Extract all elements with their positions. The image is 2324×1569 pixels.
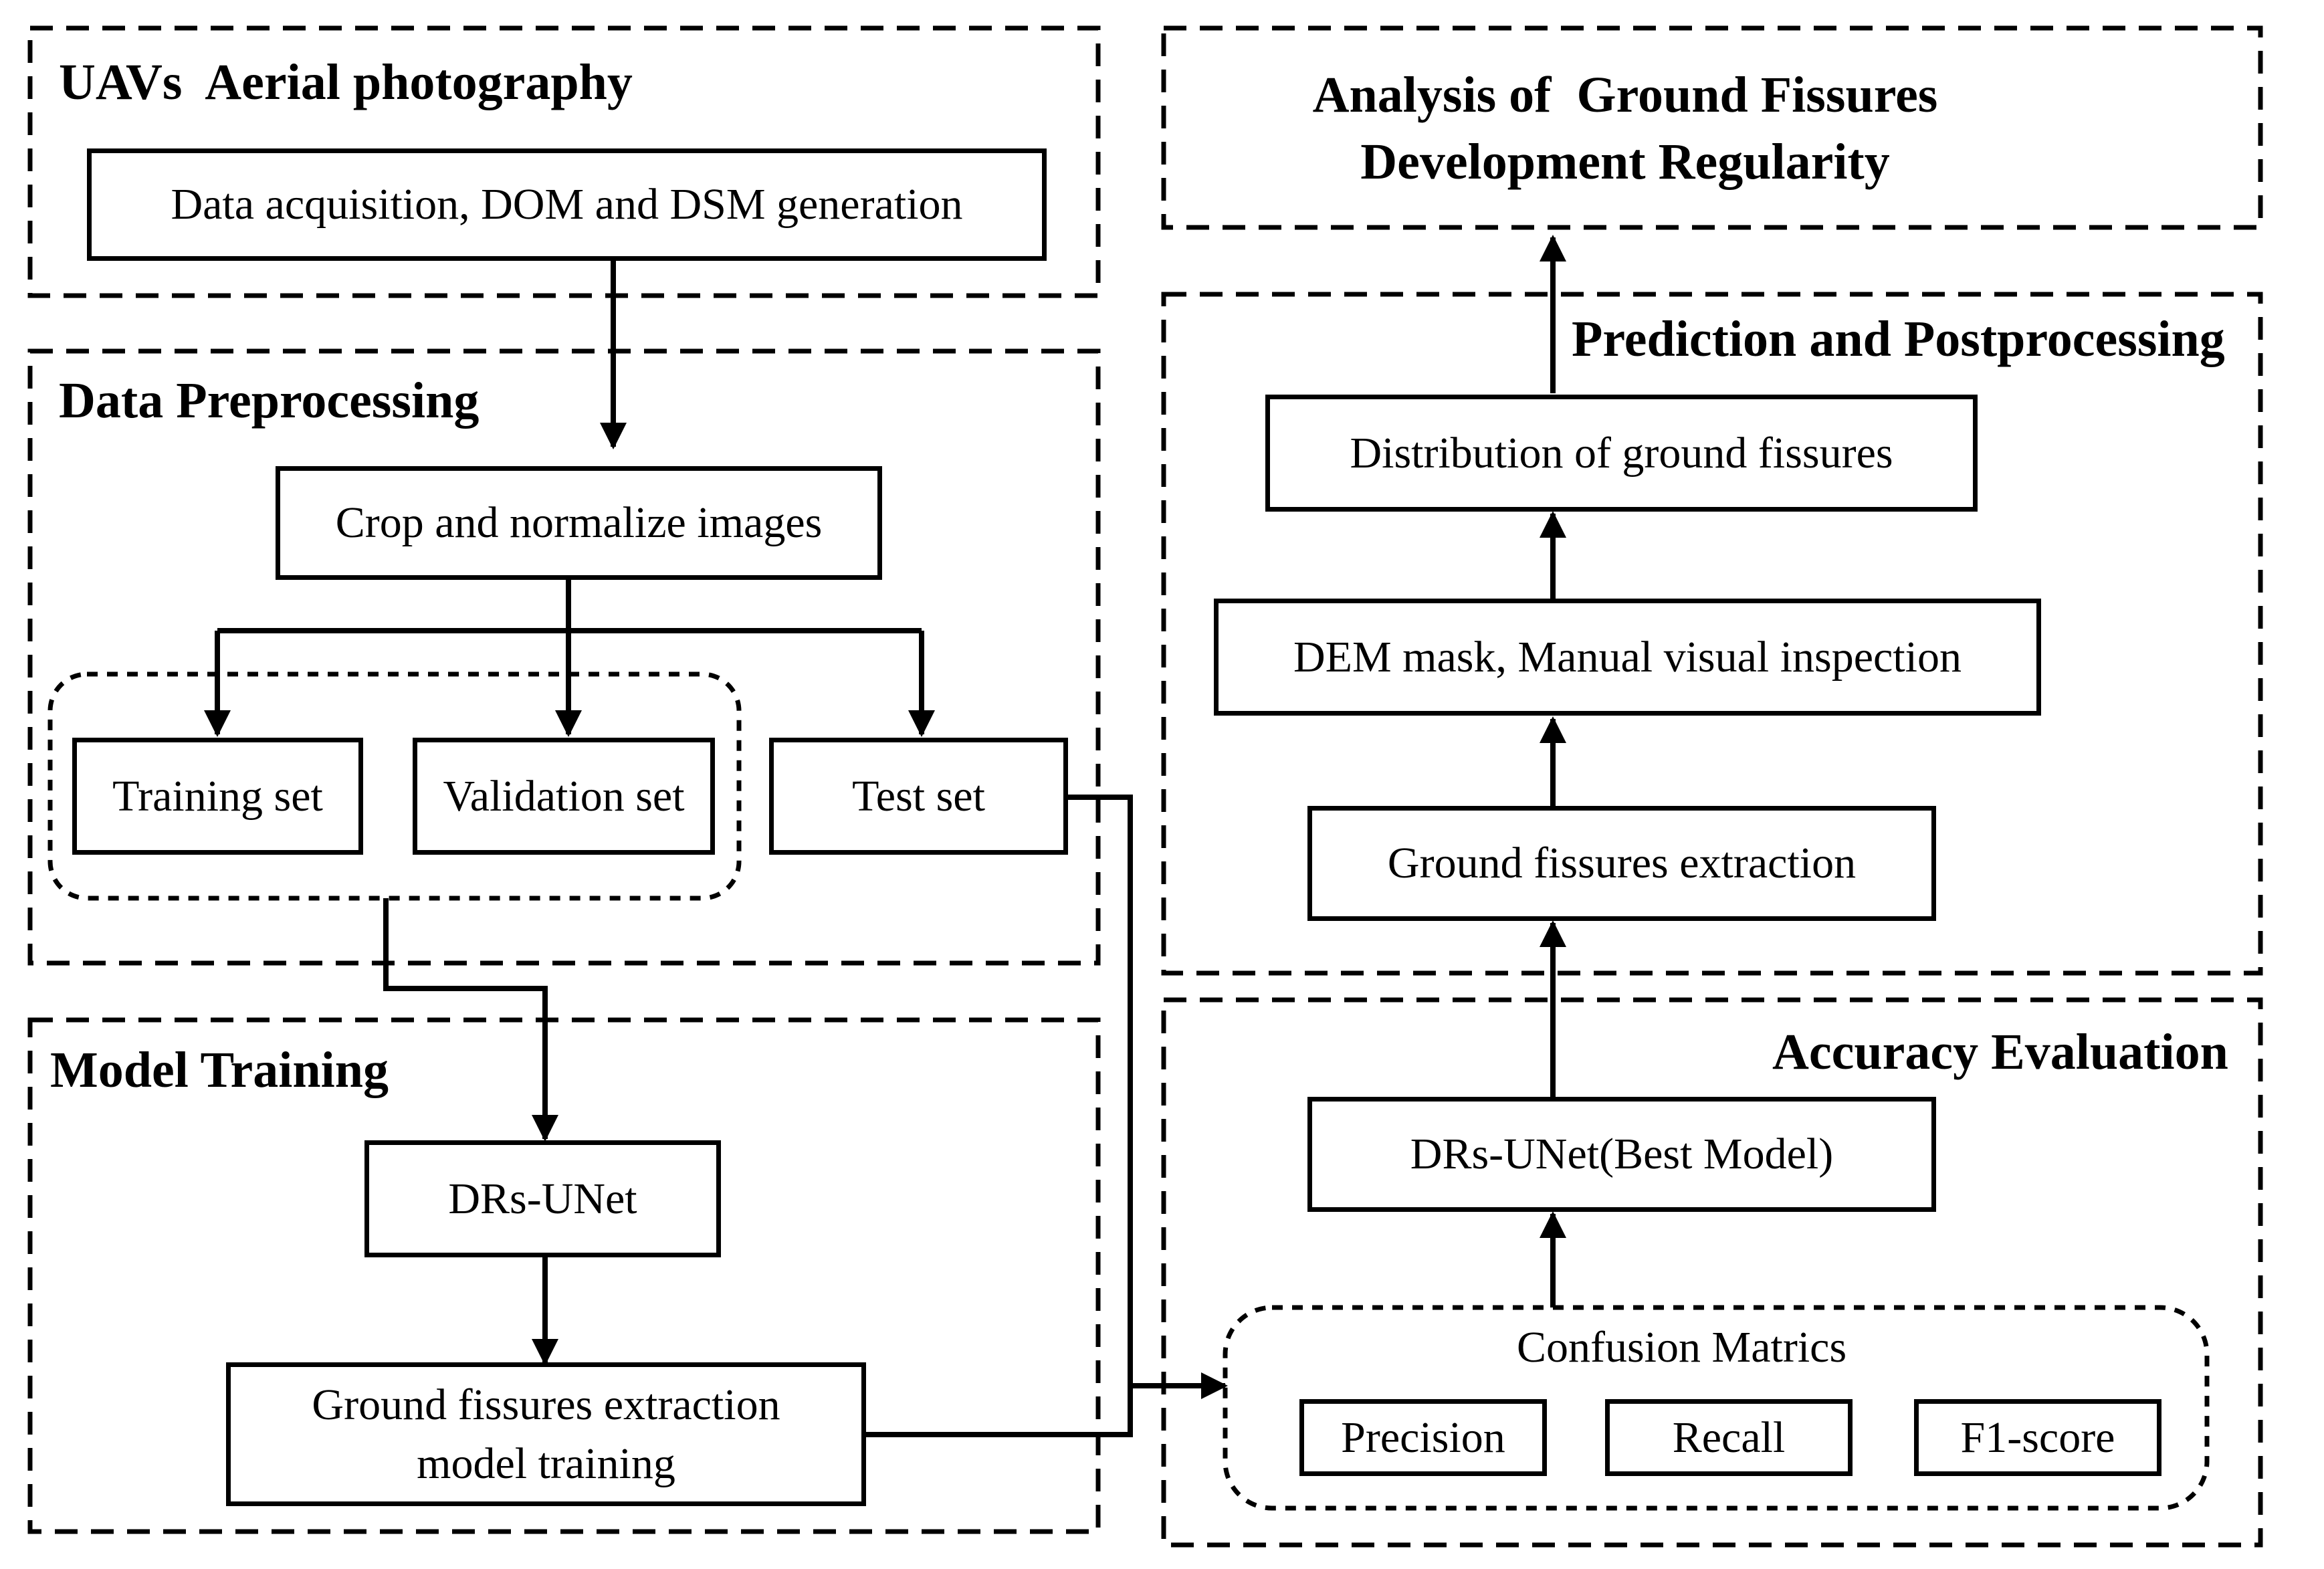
panel-prediction-frame xyxy=(1161,292,2263,976)
arrow-sets-to-drs-unet xyxy=(383,898,558,1142)
box-precision: Precision xyxy=(1299,1399,1547,1476)
panel-title-model-training: Model Training xyxy=(50,1042,389,1098)
box-drs-unet: DRs-UNet xyxy=(364,1140,721,1257)
box-data-acquisition: Data acquisition, DOM and DSM generation xyxy=(87,148,1047,261)
panel-analysis-frame xyxy=(1161,25,2263,230)
box-test-set: Test set xyxy=(769,738,1068,855)
model-training-line-2: model training xyxy=(417,1439,675,1488)
analysis-title-line-2: Development Regularity xyxy=(1360,134,1890,191)
model-training-line-1: Ground fissures extraction xyxy=(312,1380,780,1430)
panel-title-preprocessing: Data Preprocessing xyxy=(59,373,480,429)
box-dem-mask: DEM mask, Manual visual inspection xyxy=(1214,599,2041,716)
train-val-group-frame xyxy=(47,671,742,901)
box-ground-fissures-extraction: Ground fissures extraction xyxy=(1307,806,1936,921)
panel-title-analysis: Analysis of Ground Fissures Development … xyxy=(1291,62,1960,196)
box-crop-normalize: Crop and normalize images xyxy=(276,466,882,580)
confusion-title: Confusion Matrics xyxy=(1517,1323,1847,1372)
panel-model-training-frame xyxy=(27,1017,1101,1534)
box-training-set: Training set xyxy=(72,738,363,855)
confusion-group-frame xyxy=(1223,1305,2210,1511)
connector-crop-branch xyxy=(217,579,922,633)
panel-preprocessing-frame xyxy=(27,348,1101,966)
panel-accuracy-frame xyxy=(1161,997,2263,1548)
box-recall: Recall xyxy=(1605,1399,1853,1476)
analysis-title-line-1: Analysis of Ground Fissures xyxy=(1312,67,1938,123)
panel-title-accuracy: Accuracy Evaluation xyxy=(1772,1024,2228,1080)
arrow-training-to-confusion xyxy=(865,1372,1228,1437)
panel-uav-frame xyxy=(27,25,1101,298)
box-best-model: DRs-UNet(Best Model) xyxy=(1307,1097,1936,1212)
connector-test-set-line xyxy=(1067,795,1133,1386)
box-f1-score: F1-score xyxy=(1914,1399,2161,1476)
box-validation-set: Validation set xyxy=(413,738,715,855)
box-model-training: Ground fissures extraction model trainin… xyxy=(226,1362,866,1506)
box-distribution: Distribution of ground fissures xyxy=(1265,395,1978,512)
panel-title-uav: UAVs Aerial photography xyxy=(59,54,633,110)
panel-title-prediction: Prediction and Postprocessing xyxy=(1572,311,2225,367)
